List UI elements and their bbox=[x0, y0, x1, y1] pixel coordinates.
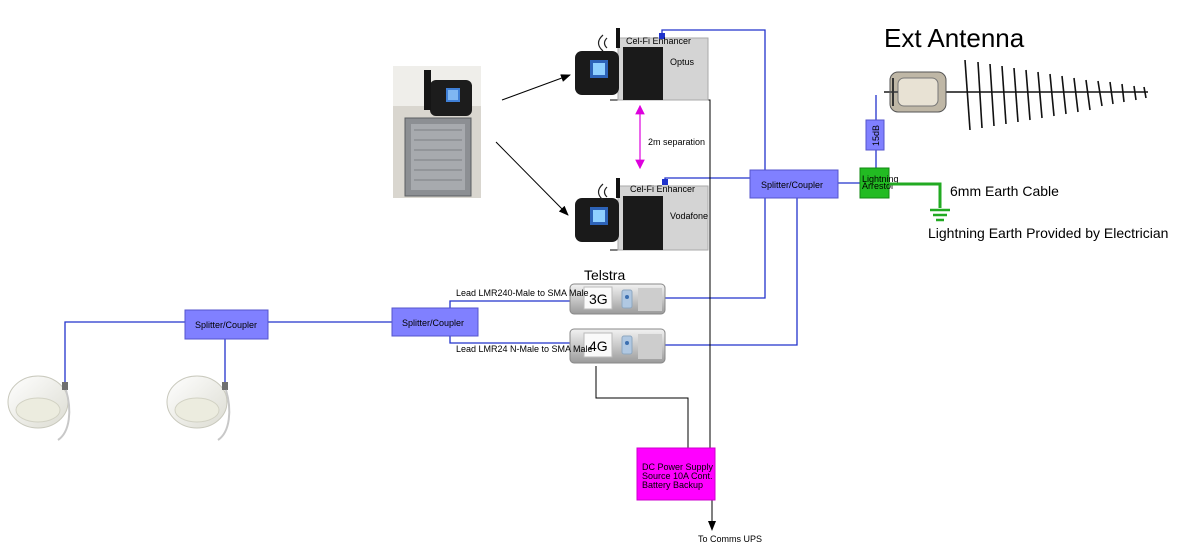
arrow-to-vodafone bbox=[495, 141, 569, 216]
signal-icon bbox=[597, 34, 608, 52]
earth-cable bbox=[889, 182, 942, 208]
power-line-2: Source 10A Cont. bbox=[642, 471, 713, 481]
mid-splitter bbox=[391, 307, 479, 337]
signal-icon bbox=[597, 183, 608, 201]
lead-bottom-label: Lead LMR24 N-Male to SMA Male bbox=[456, 344, 593, 354]
earth-note: Lightning Earth Provided by Electrician bbox=[928, 225, 1168, 241]
earth-cable-label: 6mm Earth Cable bbox=[950, 183, 1059, 199]
ext-antenna-title: Ext Antenna bbox=[884, 23, 1025, 53]
telstra-label: Telstra bbox=[584, 267, 625, 283]
yagi-antenna-icon bbox=[935, 59, 1148, 131]
mid-splitter-label: Splitter/Coupler bbox=[402, 318, 464, 328]
ups-label: To Comms UPS bbox=[698, 534, 762, 544]
main-splitter bbox=[749, 169, 839, 199]
dome-antenna-icon bbox=[166, 375, 231, 441]
main-splitter-label: Splitter/Coupler bbox=[761, 180, 823, 190]
optus-label: Optus bbox=[670, 57, 695, 67]
vodafone-label: Vodafone bbox=[670, 211, 708, 221]
repeater-3g-label: 3G bbox=[589, 291, 608, 307]
attenuator bbox=[865, 119, 885, 151]
repeater-4g-label: 4G bbox=[589, 338, 608, 354]
optus-product: Cel-Fi Enhancer bbox=[626, 36, 691, 46]
ground-icon bbox=[930, 208, 950, 222]
repeater-3g bbox=[569, 283, 666, 315]
enhancer-photo bbox=[393, 66, 481, 198]
lightning-arrestor bbox=[859, 167, 890, 199]
arrestor-line-2: Arrestor bbox=[862, 181, 894, 191]
arrow-to-optus bbox=[501, 74, 571, 101]
attenuator-label: 15dB bbox=[871, 125, 881, 146]
dome-antenna-icon bbox=[7, 375, 71, 441]
arrestor-line-1: Lightning bbox=[862, 174, 899, 184]
optus-enhancer bbox=[575, 28, 709, 101]
power-line-1: DC Power Supply bbox=[642, 462, 714, 472]
power-line-3: Battery Backup bbox=[642, 480, 703, 490]
left-splitter-label: Splitter/Coupler bbox=[195, 320, 257, 330]
left-splitter bbox=[184, 309, 269, 340]
vodafone-enhancer bbox=[575, 178, 709, 251]
dc-power-supply bbox=[636, 447, 716, 501]
repeater-4g bbox=[569, 328, 666, 364]
separation-label: 2m separation bbox=[648, 137, 705, 147]
lead-top-label: Lead LMR240-Male to SMA Male bbox=[456, 288, 589, 298]
vodafone-product: Cel-Fi Enhancer bbox=[630, 184, 695, 194]
antenna-mount bbox=[884, 71, 947, 113]
